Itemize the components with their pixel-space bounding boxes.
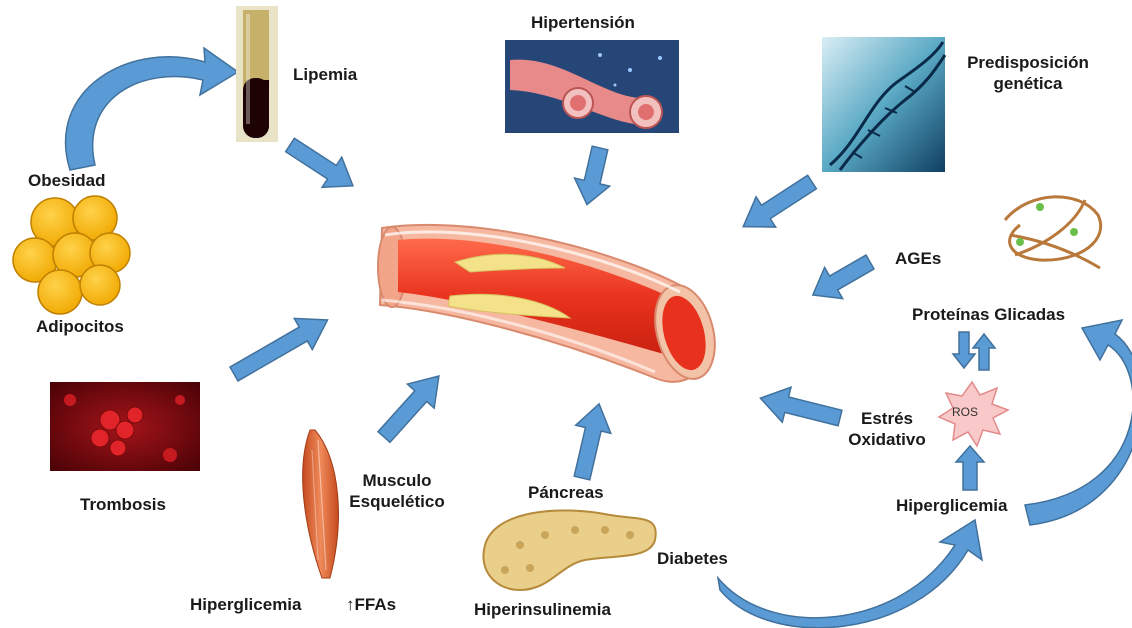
- label-musculo-line1: Musculo: [340, 470, 454, 491]
- skeletal-muscle-image: [303, 430, 339, 578]
- arrow-genetica-to-vessel: [733, 167, 821, 242]
- curved-arrow-obesidad-lipemia: [66, 48, 238, 170]
- label-predisposicion-line1: Predisposición: [955, 52, 1101, 73]
- label-adipocitos: Adipocitos: [36, 316, 124, 337]
- label-ffas: ↑FFAs: [346, 594, 396, 615]
- arrow-musculo-to-vessel: [371, 364, 453, 449]
- hipertension-vessel-image: [505, 40, 679, 133]
- pancreas-image: [483, 510, 655, 590]
- blood-vessel-illustration: [378, 225, 724, 386]
- label-proteinas-glicadas: Proteínas Glicadas: [912, 304, 1065, 325]
- label-obesidad: Obesidad: [28, 170, 105, 191]
- label-lipemia: Lipemia: [293, 64, 357, 85]
- arrow-pancreas-to-vessel: [564, 400, 616, 482]
- label-hipertension: Hipertensión: [531, 12, 635, 33]
- label-trombosis: Trombosis: [80, 494, 166, 515]
- arrow-ages-to-vessel: [804, 246, 879, 310]
- label-estres-oxidativo: Estrés Oxidativo: [838, 408, 936, 450]
- label-diabetes: Diabetes: [657, 548, 728, 569]
- arrow-trombosis-to-vessel: [225, 304, 337, 389]
- arrow-estres-to-vessel: [756, 381, 844, 436]
- arrow-hiperglicemia-to-ros: [956, 446, 984, 490]
- arrow-ros-up: [973, 334, 995, 370]
- adipocytes-cluster-image: [13, 196, 130, 314]
- arrow-hipertension-to-vessel: [569, 144, 617, 209]
- label-hiperglicemia-right: Hiperglicemia: [896, 495, 1008, 516]
- label-pancreas: Páncreas: [528, 482, 604, 503]
- label-ages: AGEs: [895, 248, 941, 269]
- trombosis-blood-cells-image: [50, 382, 200, 471]
- arrow-ros-down: [953, 332, 975, 368]
- label-musculo-line2: Esquelético: [340, 491, 454, 512]
- label-hiperglicemia-bottom: Hiperglicemia: [190, 594, 302, 615]
- arrow-lipemia-to-vessel: [280, 130, 363, 201]
- label-estres-line1: Estrés: [838, 408, 936, 429]
- lipemia-test-tube-image: [236, 6, 278, 142]
- label-musculo-esqueletico: Musculo Esquelético: [340, 470, 454, 512]
- glycated-protein-strands-image: [1005, 197, 1101, 268]
- label-predisposicion-line2: genética: [955, 73, 1101, 94]
- label-hiperinsulinemia: Hiperinsulinemia: [474, 599, 611, 620]
- label-estres-line2: Oxidativo: [838, 429, 936, 450]
- curved-arrow-hiperglicemia-proteinas: [1025, 320, 1132, 525]
- label-ros: ROS: [952, 402, 978, 423]
- dna-helix-image: [822, 37, 945, 172]
- label-predisposicion-genetica: Predisposición genética: [955, 52, 1101, 94]
- curved-arrow-diabetes-hiperglicemia: [718, 520, 982, 628]
